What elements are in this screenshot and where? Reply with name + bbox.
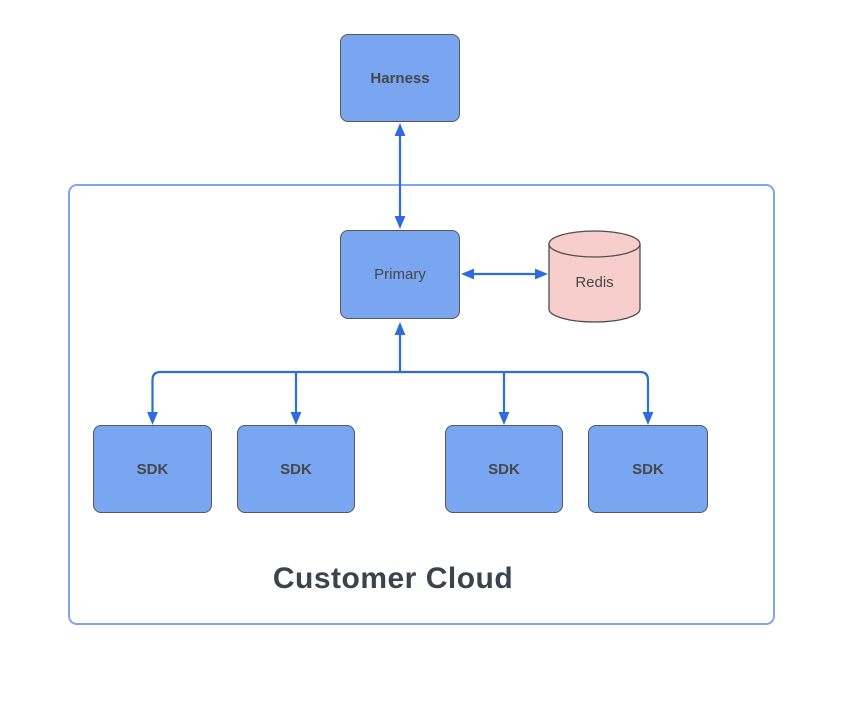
sdk-label: SDK [632,460,664,478]
node-primary: Primary [340,230,460,319]
arrowhead-right-icon [535,268,548,280]
customer-cloud-container [68,184,775,625]
node-harness: Harness [340,34,460,122]
node-redis: Redis [549,230,640,322]
arrowhead-up-icon [394,123,406,136]
node-sdk-4: SDK [588,425,708,513]
sdk-label: SDK [136,460,169,478]
customer-cloud-title: Customer Cloud [272,562,514,595]
sdk-label: SDK [488,460,520,478]
redis-label: Redis [575,273,614,291]
arrowhead-down-icon [498,412,510,425]
harness-primary-arrow [394,123,406,229]
arrowhead-left-icon [461,268,474,280]
arrowhead-up-icon [394,322,406,335]
arrowhead-down-icon [642,412,654,425]
primary-label: Primary [374,266,426,283]
arrowhead-down-icon [290,412,302,425]
sdk-label: SDK [280,460,312,478]
arrowhead-down-icon [147,412,158,425]
redis-cylinder-icon [548,230,641,323]
harness-label: Harness [370,69,430,87]
primary-redis-arrow [461,268,548,280]
sdk-primary-stem-arrow [394,322,406,372]
node-sdk-1: SDK [93,425,212,513]
arrowhead-down-icon [394,216,406,229]
primary-sdk-fanout [147,370,654,425]
node-sdk-3: SDK [445,425,563,513]
node-sdk-2: SDK [237,425,355,513]
